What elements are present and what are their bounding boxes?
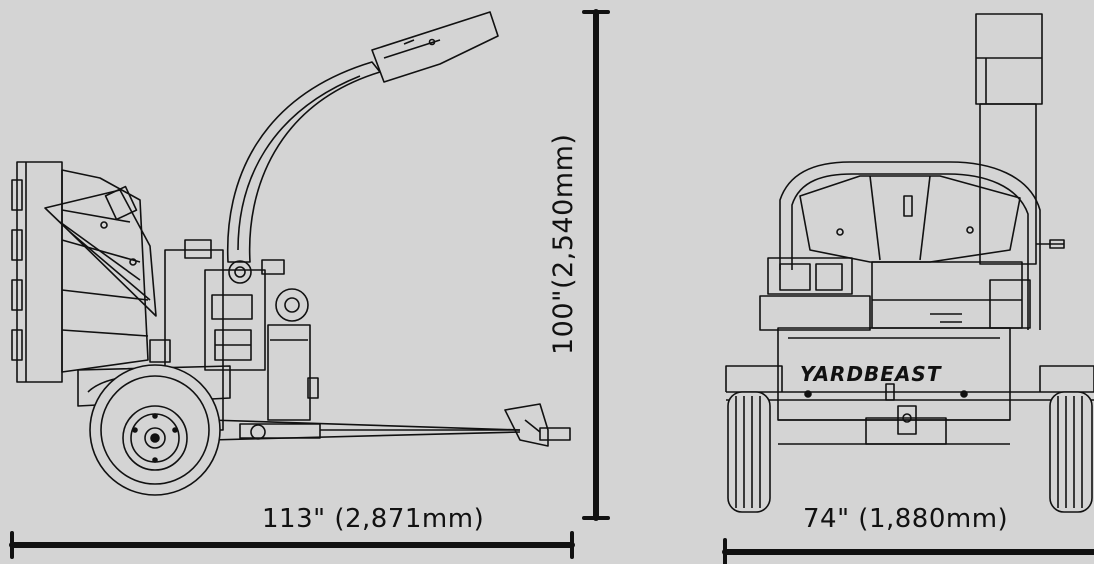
- front-width-dimension-line: [722, 538, 1094, 564]
- engine-assembly: [149, 239, 319, 431]
- front-width-label: 74" (1,880mm): [803, 504, 1009, 534]
- height-dimension-line: [582, 9, 610, 521]
- front-left-wheel: [727, 391, 771, 513]
- front-body-panel: [777, 327, 1011, 445]
- side-length-dimension-line: [9, 531, 575, 559]
- infeed-hopper: [11, 161, 157, 383]
- front-view-chipper: [725, 13, 1094, 513]
- front-roll-bar: [779, 161, 1041, 330]
- dimension-lines: [9, 9, 1094, 564]
- front-discharge-chute: [975, 13, 1065, 265]
- discharge-chute: [226, 11, 499, 263]
- front-right-wheel: [1049, 391, 1093, 513]
- yardbeast-decal: YARDBEAST: [800, 362, 942, 386]
- side-view-chipper: [11, 11, 571, 496]
- side-length-label: 113" (2,871mm): [262, 504, 485, 534]
- side-wheel: [89, 364, 221, 496]
- height-label: 100"(2,540mm): [548, 133, 579, 355]
